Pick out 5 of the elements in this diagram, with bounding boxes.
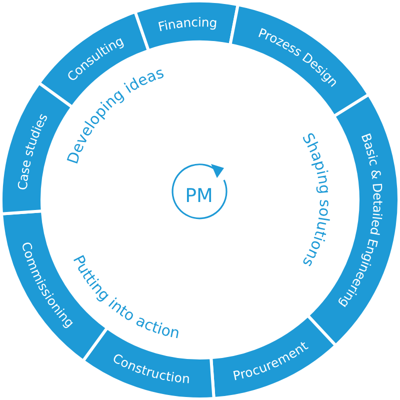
- ring-segment: [134, 0, 240, 52]
- center-label: PM: [185, 185, 213, 207]
- cycle-circle: [172, 164, 228, 220]
- ring-segment: [210, 314, 338, 400]
- segment-label: Financing: [156, 14, 218, 34]
